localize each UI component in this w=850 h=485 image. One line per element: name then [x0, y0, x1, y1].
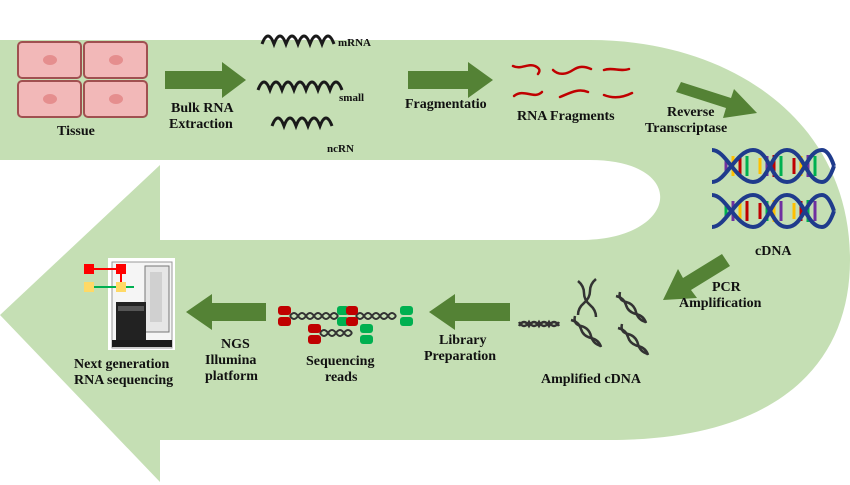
label-platform: platform [205, 369, 258, 384]
workflow-band [0, 40, 850, 482]
label-rna-sequencing: RNA sequencing [74, 373, 174, 388]
sequencing-reads-icon [278, 306, 413, 344]
label-illumina: Illumina [205, 353, 257, 368]
label-pcr: PCR [712, 280, 741, 295]
label-mrna: mRNA [338, 37, 371, 49]
arrow-fragmentation [408, 62, 493, 98]
label-sequencing: Sequencing [306, 354, 375, 369]
label-reads: reads [325, 370, 358, 385]
arrow-pcr [663, 254, 730, 300]
arrow-ngs [186, 294, 266, 330]
label-fragmentation: Fragmentatio [405, 97, 487, 112]
label-rna-fragments: RNA Fragments [517, 109, 615, 124]
arrow-reverse-transcriptase [676, 82, 757, 118]
arrow-extraction [165, 62, 246, 98]
label-tissue: Tissue [57, 124, 95, 139]
label-amplification: Amplification [679, 296, 762, 311]
label-transcriptase: Transcriptase [645, 121, 728, 136]
label-library: Library [439, 333, 487, 348]
amplified-cdna-icon [517, 278, 650, 356]
label-reverse: Reverse [667, 105, 715, 120]
label-next-generation: Next generation [74, 357, 170, 372]
label-small: small [339, 92, 365, 104]
label-cdna: cDNA [755, 244, 792, 259]
label-ngs: NGS [221, 337, 250, 352]
tissue-cells-icon [17, 41, 148, 118]
label-ncrn: ncRN [327, 143, 354, 155]
label-extraction: Extraction [169, 117, 233, 132]
cdna-helix-icon [711, 147, 836, 230]
rna-fragments-icon [511, 64, 634, 99]
label-bulk-rna: Bulk RNA [171, 101, 234, 116]
sequencer-machine-icon [84, 258, 175, 350]
rna-coils-icon [256, 34, 344, 131]
label-preparation: Preparation [424, 349, 497, 364]
arrow-library-preparation [429, 294, 510, 330]
label-amplified-cdna: Amplified cDNA [541, 372, 641, 387]
